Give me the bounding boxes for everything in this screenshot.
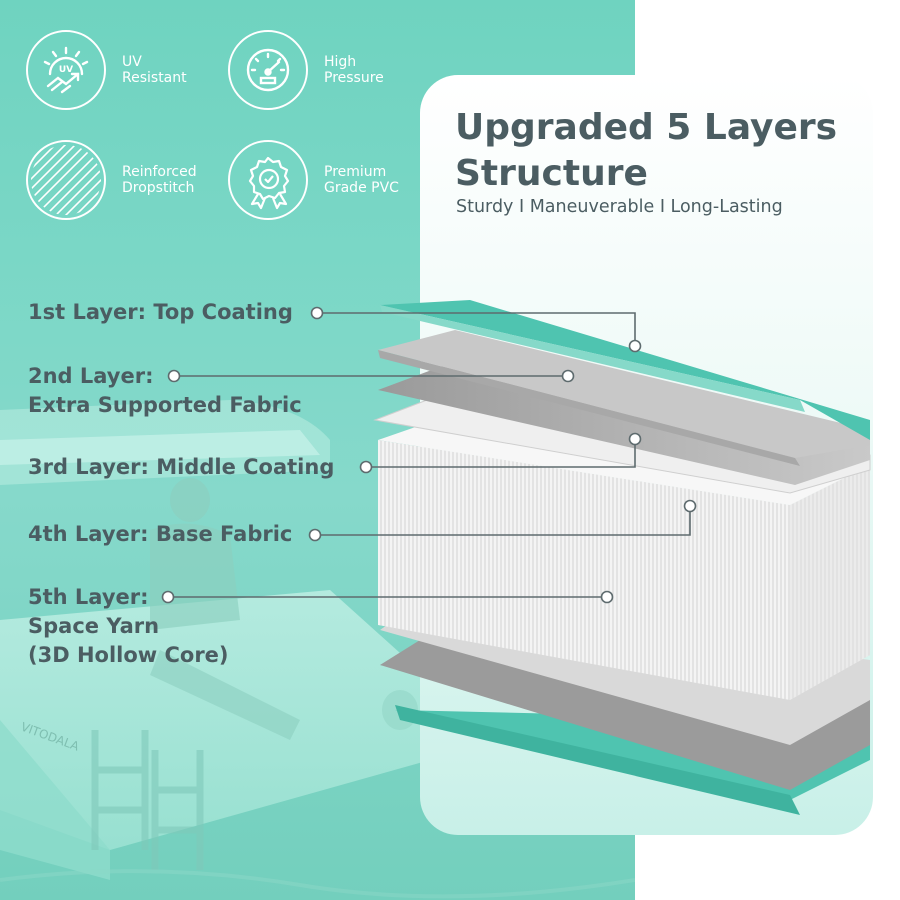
layer1-target — [628, 339, 642, 353]
extra-fabric-sheet — [378, 330, 870, 458]
layer-label-1: 1st Layer: Top Coating — [28, 299, 293, 325]
feature-label-line1: UV — [122, 54, 142, 70]
layer3-marker — [359, 460, 373, 474]
floating-mat-photo: VITODALA — [0, 400, 635, 899]
layer-label-2: 2nd Layer: Extra Supported Fabric — [28, 363, 302, 418]
layer-label-line: Space Yarn — [28, 614, 160, 638]
feature-reinforced-dropstitch: Reinforced Dropstitch — [26, 140, 232, 220]
layer-label-line: 3rd Layer: Middle Coating — [28, 455, 335, 479]
headline-subtitle: Sturdy I Maneuverable I Long-Lasting — [456, 197, 783, 217]
layer-label-5: 5th Layer: Space Yarn (3D Hollow Core) — [28, 584, 229, 668]
uv-sun-icon: UV — [26, 30, 106, 110]
layer2-marker — [167, 369, 181, 383]
feature-label-line2: Dropstitch — [122, 180, 195, 196]
feature-label-line2: Grade PVC — [324, 180, 399, 196]
pressure-gauge-icon — [228, 30, 308, 110]
uv-badge-text: UV — [59, 65, 73, 75]
feature-label-line1: Premium — [324, 164, 387, 180]
quality-badge-icon — [228, 140, 308, 220]
layer2-target — [561, 369, 575, 383]
layer-label-line: 2nd Layer: — [28, 364, 154, 388]
feature-premium-pvc: Premium Grade PVC — [228, 140, 434, 220]
feature-label-line1: Reinforced — [122, 164, 197, 180]
layer5-target — [600, 590, 614, 604]
middle-coating-sheet — [378, 365, 870, 485]
layer-label-4: 4th Layer: Base Fabric — [28, 521, 292, 547]
layer4-target — [683, 499, 697, 513]
layer3-target — [628, 432, 642, 446]
bottom-gray-sheet — [380, 640, 870, 790]
layer-label-line: (3D Hollow Core) — [28, 643, 229, 667]
feature-high-pressure: High Pressure — [228, 30, 434, 110]
feature-label-line2: Pressure — [324, 70, 384, 86]
headline-title: Upgraded 5 Layers Structure — [455, 105, 865, 197]
layer-label-line: 1st Layer: Top Coating — [28, 300, 293, 324]
feature-label-line2: Resistant — [122, 70, 187, 86]
headline-line2: Structure — [455, 153, 648, 194]
layer-label-line: 5th Layer: — [28, 585, 149, 609]
layer-label-3: 3rd Layer: Middle Coating — [28, 454, 334, 480]
headline-line1: Upgraded 5 Layers — [455, 107, 838, 148]
feature-uv-resistant: UV UV Resistant — [26, 30, 232, 110]
layer5-marker — [161, 590, 175, 604]
top-coating-sheet — [380, 300, 870, 440]
feature-label-line1: High — [324, 54, 357, 70]
layer-label-line: 4th Layer: Base Fabric — [28, 522, 293, 546]
layer-label-line: Extra Supported Fabric — [28, 393, 302, 417]
layer4-marker — [308, 528, 322, 542]
dropstitch-lines-icon — [26, 140, 106, 220]
layer1-marker — [310, 306, 324, 320]
